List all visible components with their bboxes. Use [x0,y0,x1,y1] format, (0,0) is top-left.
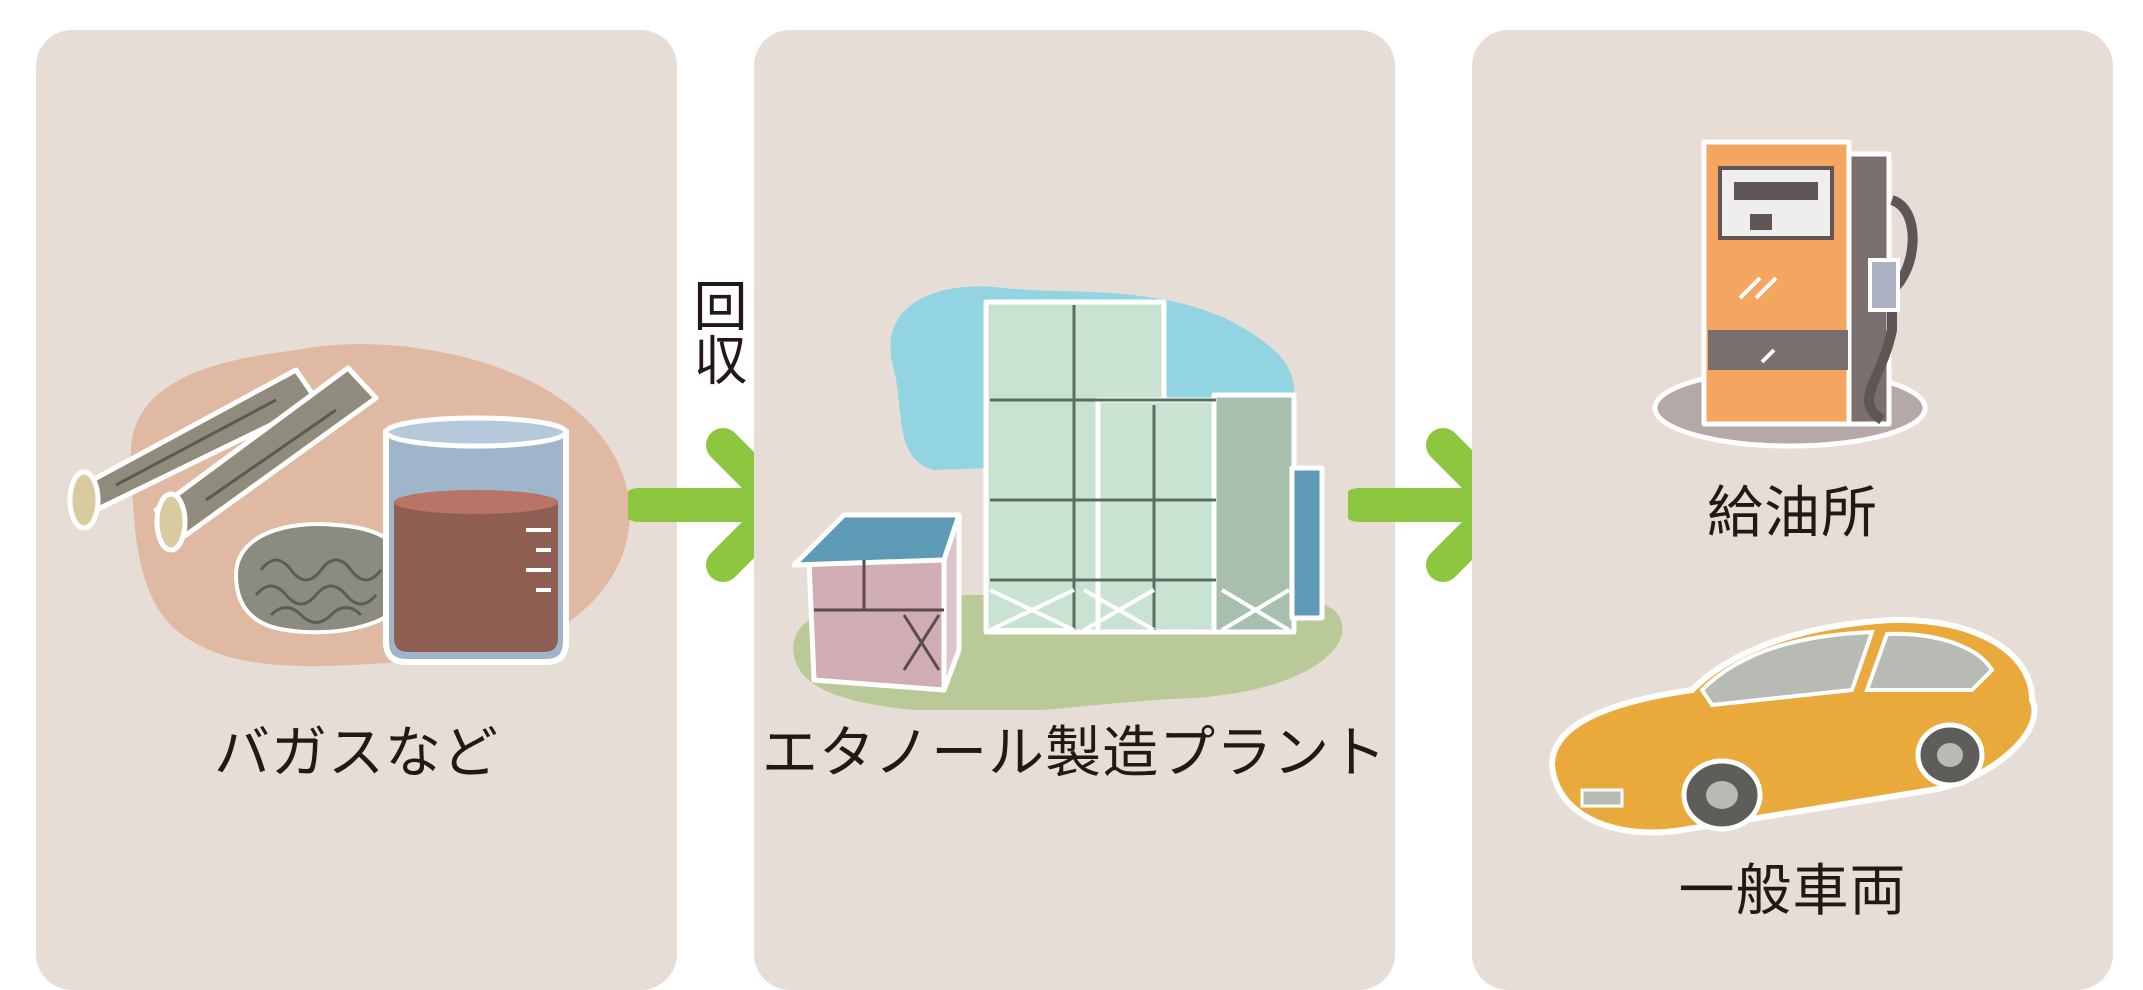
materials-label: バガスなど [214,721,499,786]
fuel-station-illustration [1652,139,1928,449]
stage-panel-materials: バガスなど [36,30,677,990]
stage-panel-plant: エタノール製造プラント [754,30,1395,990]
ethanol-plant-illustration [791,286,1343,710]
car-illustration [1548,616,2038,836]
plant-label: エタノール製造プラント [761,721,1388,786]
collection-label: 回収 [684,278,747,386]
bagasse-illustration [67,344,630,667]
stage-panel-usage: 給油所 一般車両 [1472,30,2113,990]
vehicle-label: 一般車両 [1678,859,1907,924]
fuel-station-label: 給油所 [1707,481,1878,546]
